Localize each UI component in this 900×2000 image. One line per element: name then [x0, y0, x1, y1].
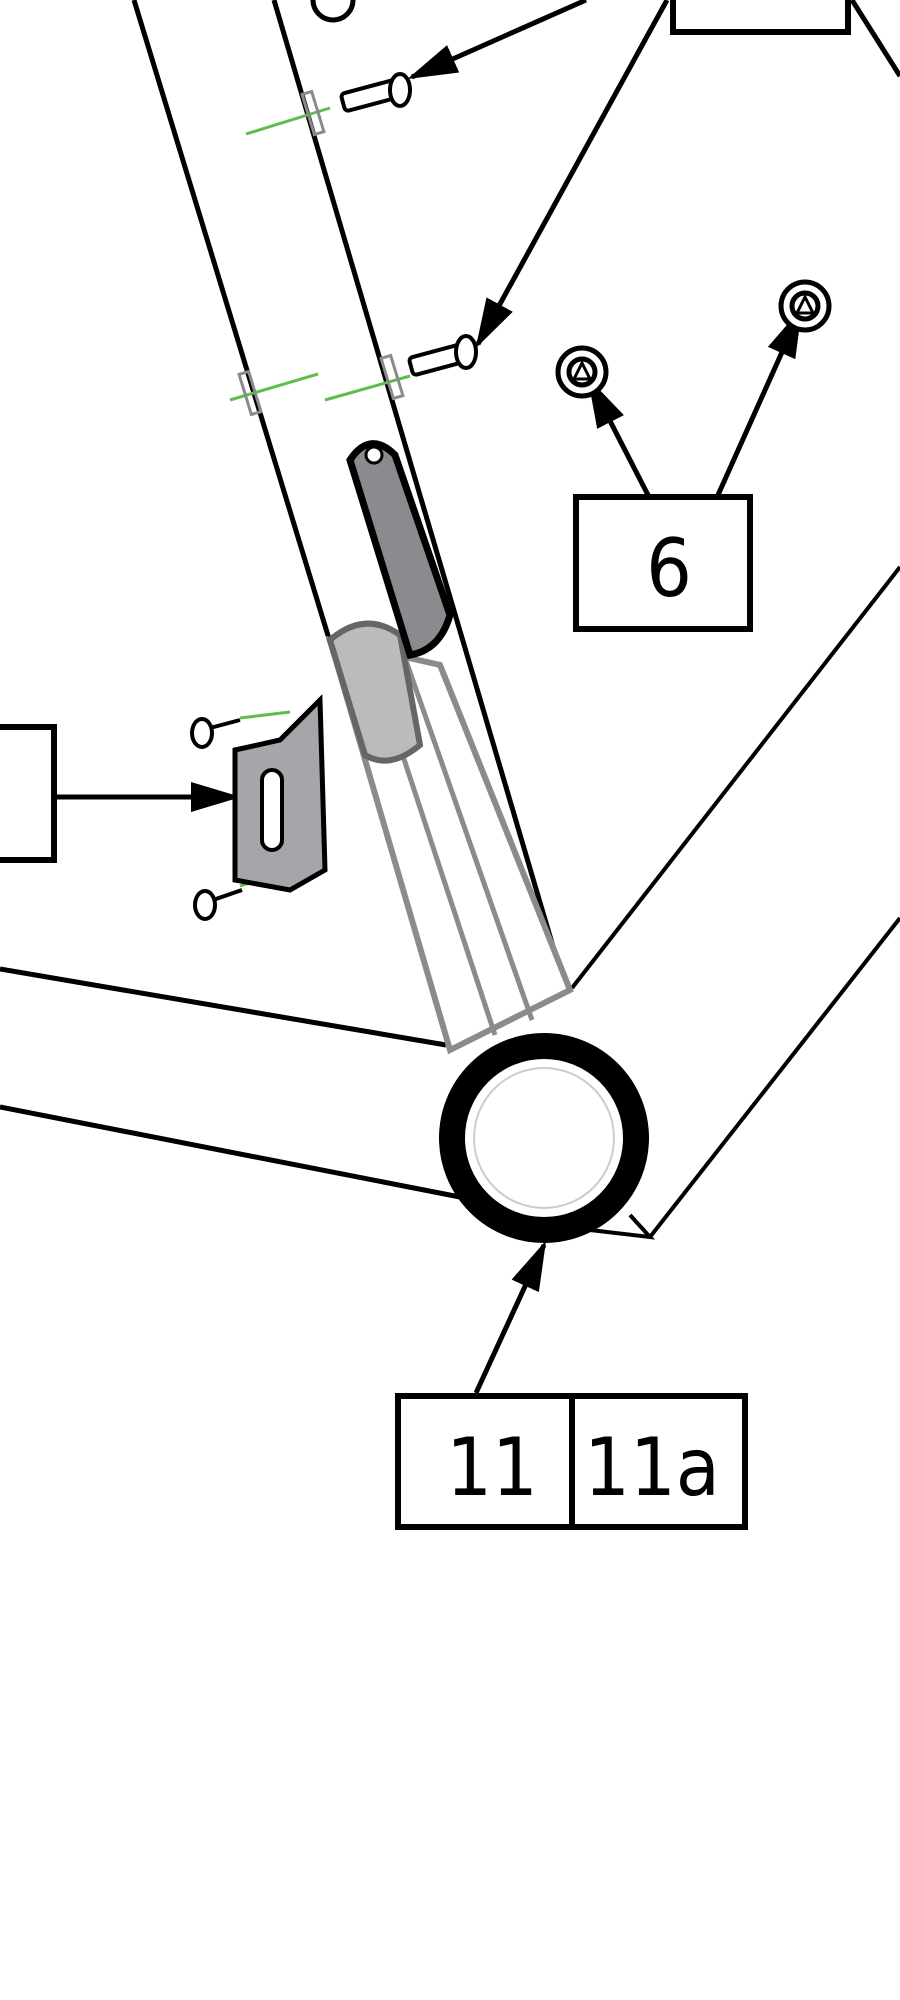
grommet-icon [555, 279, 832, 399]
internal-cable-guide [325, 440, 574, 1055]
seat-tube-edge [570, 565, 900, 990]
grommet-icon [310, 0, 356, 23]
bolt-icon [339, 72, 478, 377]
stay-lower-edge [0, 1104, 466, 1201]
callout-box-6 [573, 494, 753, 632]
top-right-edge [849, 0, 900, 78]
down-tube-right-edge [271, 0, 570, 995]
leader-lines [54, 0, 803, 1395]
cable-clip [190, 694, 328, 921]
chainstay-edge [648, 916, 900, 1239]
callout-boxes [0, 0, 851, 1530]
callout-label-11a: 11a [584, 1421, 720, 1514]
stay-upper-edge [0, 966, 447, 1048]
bottom-bracket [439, 1033, 649, 1243]
callout-label-11: 11 [446, 1421, 538, 1514]
frame-holes [237, 89, 405, 417]
callout-label-6: 6 [646, 522, 692, 615]
